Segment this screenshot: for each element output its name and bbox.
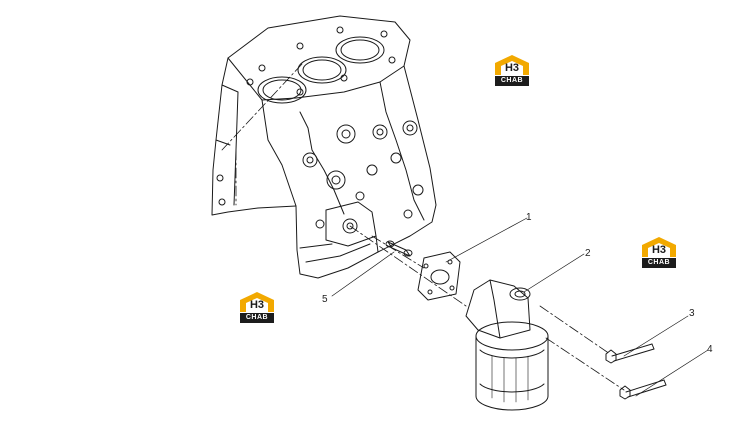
part-1-gasket bbox=[417, 251, 461, 301]
callout-2: 2 bbox=[585, 248, 591, 259]
callout-5: 5 bbox=[322, 294, 328, 305]
leader-lines bbox=[331, 217, 709, 397]
assembly-centerlines bbox=[221, 63, 625, 391]
logo-band: CHAB bbox=[642, 258, 676, 268]
engine-block bbox=[211, 15, 437, 279]
part-3-bolt bbox=[605, 343, 655, 364]
logo-roof-icon bbox=[642, 237, 676, 257]
callout-4: 4 bbox=[707, 344, 713, 355]
logo-roof-icon bbox=[495, 55, 529, 75]
part-5-nipple bbox=[385, 240, 413, 257]
watermark-logo-left: H3 CHAB bbox=[238, 290, 276, 324]
logo-mark: H3 bbox=[504, 62, 520, 74]
logo-band: CHAB bbox=[240, 313, 274, 323]
logo-roof-icon bbox=[240, 292, 274, 312]
callout-1: 1 bbox=[526, 212, 532, 223]
part-4-bolt bbox=[619, 379, 667, 400]
watermark-logo-right: H3 CHAB bbox=[640, 235, 678, 269]
callout-labels: 1 2 3 4 5 bbox=[322, 212, 713, 355]
logo-mark: H3 bbox=[651, 244, 667, 256]
logo-mark: H3 bbox=[249, 299, 265, 311]
watermark-logo-top: H3 CHAB bbox=[493, 53, 531, 87]
part-2-oil-filter bbox=[465, 279, 549, 411]
callout-3: 3 bbox=[689, 308, 695, 319]
logo-band: CHAB bbox=[495, 76, 529, 86]
